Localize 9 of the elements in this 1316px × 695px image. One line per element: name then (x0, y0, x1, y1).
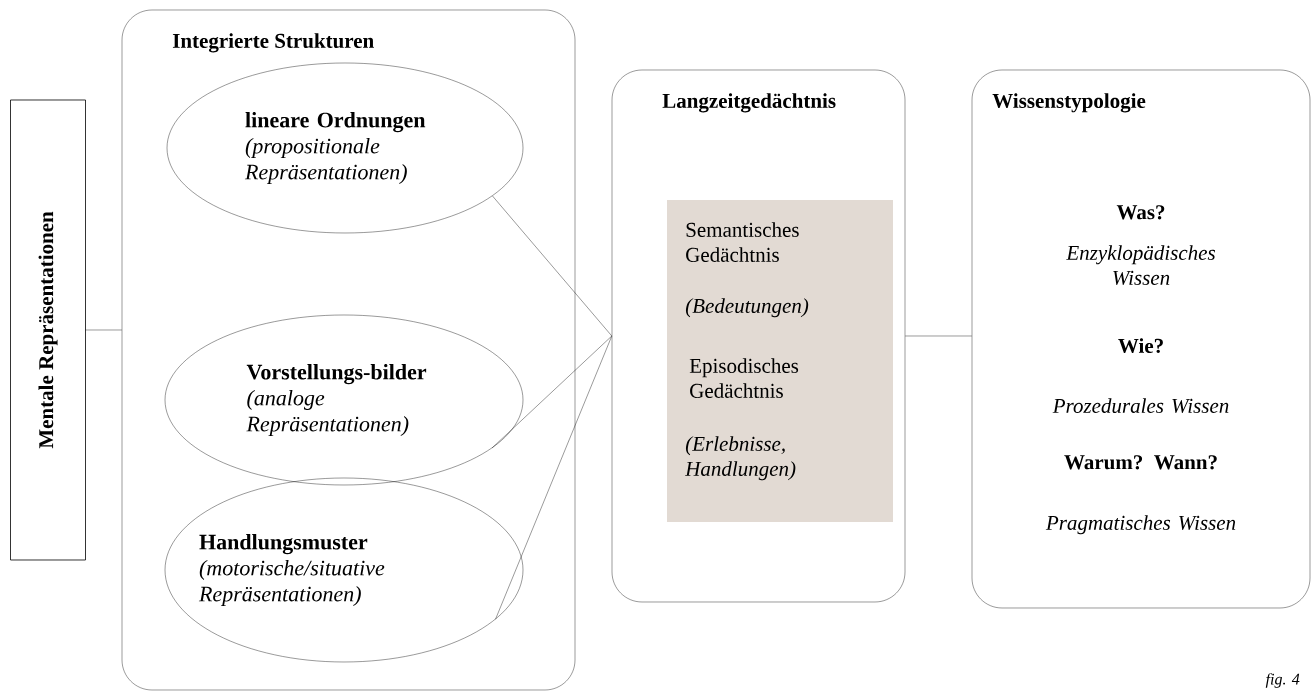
connector-line (905, 335, 972, 337)
rounded-box: Wissenstypologie Was? Enzyklopädisches Wissen Wie? Prozedurales Wissen Warum? Wann? Pragmatisches Wissen (971, 69, 1311, 609)
connector-line (491, 335, 612, 449)
connector-line (495, 335, 612, 620)
connector-line (85, 329, 122, 331)
shaded-panel: Semantisches Gedächtnis (Bedeutungen) Episodisches Gedächtnis (Erlebnisse, Handlungen) (667, 200, 893, 522)
label-box: Mentale Repräsentationen (10, 99, 86, 561)
figure-caption: fig. 4 (1265, 673, 1300, 688)
connector-line (492, 195, 612, 337)
